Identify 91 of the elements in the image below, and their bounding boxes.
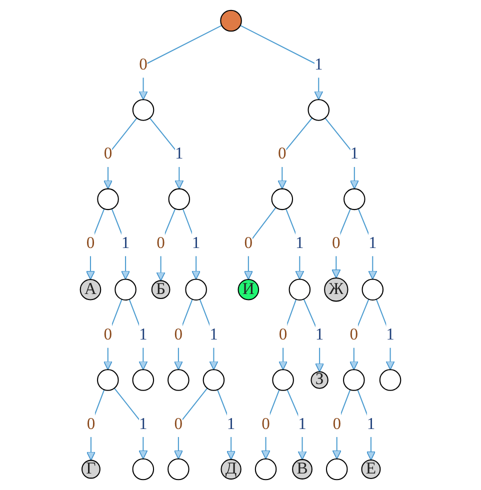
arrow: [138, 24, 222, 100]
arrow: [240, 25, 324, 100]
arrow: [358, 208, 378, 280]
arrow: [199, 299, 218, 370]
edge-label: 0: [174, 326, 183, 344]
arrow: [261, 390, 280, 460]
edge-label: 1: [315, 326, 324, 344]
edge-label: 1: [121, 234, 130, 252]
edge-label: 0: [278, 145, 286, 163]
edge-label: 0: [278, 326, 288, 344]
node-circle: [80, 278, 102, 300]
edge-label: 0: [86, 234, 95, 252]
edge-label: 1: [298, 415, 306, 433]
edge-label: 1: [314, 56, 323, 74]
edge-label: 0: [244, 234, 253, 252]
arrow: [86, 390, 105, 461]
edge-label: 1: [296, 234, 304, 252]
arrow: [128, 299, 148, 370]
node-circle: [114, 278, 136, 300]
node-circle: [361, 460, 381, 479]
arrow: [111, 208, 130, 280]
edge-label: 0: [104, 145, 112, 163]
arrow: [103, 118, 138, 190]
arrow: [156, 208, 176, 282]
edge-label: 1: [210, 326, 218, 344]
edge-label: 1: [350, 145, 359, 163]
node-circle: [220, 10, 242, 32]
node-circle: [168, 369, 190, 391]
arrow: [103, 299, 122, 370]
edge-label: 1: [386, 326, 394, 344]
edge-label: 1: [175, 145, 184, 163]
node-circle: [220, 458, 242, 480]
node-circle: [132, 369, 154, 391]
arrow: [149, 118, 184, 190]
node-circle: [362, 278, 384, 300]
edge-label: 0: [174, 415, 183, 433]
node-circle: [271, 188, 294, 210]
node-circle: [202, 369, 225, 391]
arrow: [278, 299, 297, 370]
node-circle: [310, 371, 328, 389]
edge-label: 0: [86, 415, 96, 433]
node-circle: [324, 278, 348, 302]
node-circle: [132, 99, 154, 121]
node-circle: [151, 280, 170, 300]
arrow: [174, 299, 193, 370]
node-circle: [82, 460, 100, 479]
node-circle: [168, 188, 190, 210]
node-circle: [185, 278, 207, 300]
node-circle: [288, 278, 311, 300]
arrow: [332, 208, 351, 278]
node-circle: [97, 188, 119, 210]
node-circle: [132, 458, 154, 480]
edge-label: 0: [104, 326, 112, 344]
edge-label: 1: [368, 234, 377, 252]
node-circle: [343, 369, 365, 391]
arrow: [357, 390, 376, 460]
arrow: [86, 208, 105, 280]
edge-label: 1: [139, 326, 148, 344]
node-circle: [272, 369, 294, 391]
edge-label: 0: [332, 415, 341, 433]
arrow: [376, 299, 395, 370]
node-circle: [379, 369, 402, 391]
node-circle: [168, 458, 190, 480]
arrow: [174, 388, 208, 460]
arrow: [278, 118, 312, 190]
arrow: [303, 298, 324, 372]
node-circle: [292, 459, 312, 480]
node-circle: [308, 99, 330, 121]
edge-label: 0: [332, 234, 340, 252]
edge-label: 1: [226, 415, 236, 433]
node-circle: [254, 458, 277, 480]
arrow: [324, 118, 359, 190]
node-circle: [344, 188, 366, 210]
edge-label: 1: [192, 234, 200, 252]
edge-label: 0: [350, 326, 358, 344]
arrow: [114, 388, 148, 460]
node-circle: [238, 278, 260, 300]
edge-label: 0: [156, 234, 165, 252]
arrow: [332, 390, 351, 460]
edge-label: 1: [366, 415, 376, 433]
arrow: [182, 208, 201, 280]
arrow: [217, 390, 236, 460]
node-circle: [326, 458, 348, 480]
edge-label: 1: [139, 415, 148, 433]
arrow: [285, 208, 304, 280]
edge-label: 0: [139, 56, 148, 74]
edge-label: 0: [262, 415, 270, 433]
arrow: [349, 299, 370, 370]
node-circle: [97, 369, 119, 391]
arrow: [244, 207, 276, 280]
arrow: [286, 389, 307, 460]
